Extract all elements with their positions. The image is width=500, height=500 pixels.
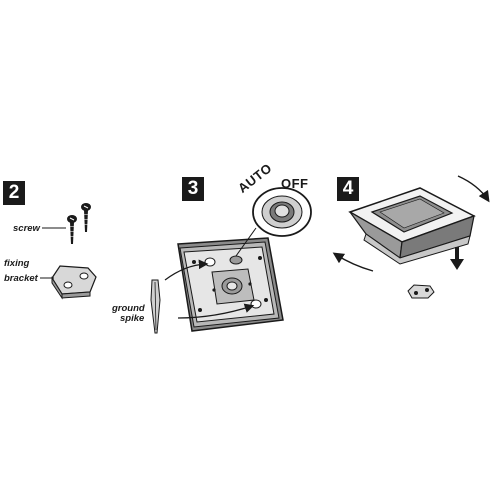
step-3-badge: 3: [182, 177, 204, 201]
fixing-bracket-icon: [51, 265, 97, 300]
rotate-arrow-icon: [332, 252, 374, 272]
ground-spike-icon: [150, 279, 161, 334]
fixing-label: fixing: [4, 258, 30, 269]
solar-lamp-head: [348, 187, 476, 265]
down-arrow-icon: [450, 247, 464, 270]
fixing-bracket-icon: [407, 284, 435, 299]
rotate-arrow-icon: [457, 175, 490, 203]
bracket-label: bracket: [4, 273, 38, 284]
step-4-badge: 4: [337, 177, 359, 201]
step-2-badge: 2: [3, 181, 25, 205]
screw-icon: [81, 203, 91, 232]
screw-icon: [67, 215, 77, 244]
switch-zoom: [235, 187, 312, 257]
ground-label: ground: [112, 303, 145, 314]
spike-label: spike: [120, 313, 145, 324]
switch-off-label: OFF: [281, 176, 309, 191]
screw-label: screw: [13, 223, 40, 234]
